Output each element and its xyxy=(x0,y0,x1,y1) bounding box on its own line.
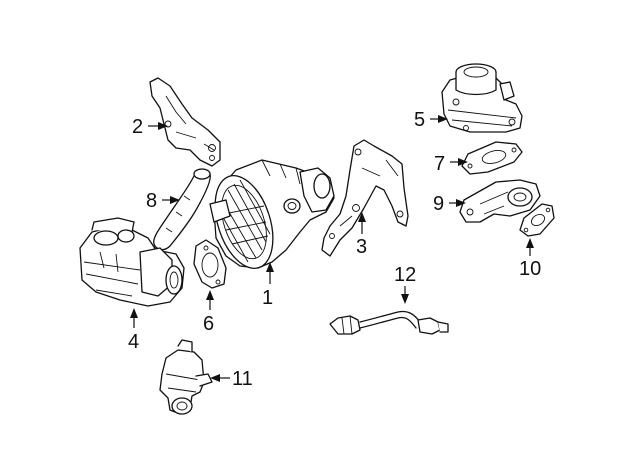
callout-11: 11 xyxy=(210,368,253,390)
callout-label-1: 1 xyxy=(262,287,273,309)
callout-4: 4 xyxy=(128,308,139,353)
callout-label-8: 8 xyxy=(146,190,157,212)
part-9-flange[interactable] xyxy=(459,179,541,223)
callout-1: 1 xyxy=(262,262,274,309)
callout-8: 8 xyxy=(146,190,180,212)
callout-10: 10 xyxy=(519,238,541,280)
part-8-hose[interactable] xyxy=(153,168,211,251)
part-4-valve[interactable] xyxy=(79,217,185,307)
callout-5: 5 xyxy=(414,109,448,131)
callout-label-3: 3 xyxy=(356,236,367,258)
callout-label-9: 9 xyxy=(433,193,444,215)
callout-9: 9 xyxy=(433,193,466,215)
callout-label-11: 11 xyxy=(232,368,253,390)
part-11-valve[interactable] xyxy=(159,339,213,415)
callout-label-10: 10 xyxy=(519,258,541,280)
callout-label-5: 5 xyxy=(414,109,425,131)
part-2-bracket[interactable] xyxy=(149,77,221,167)
callout-3: 3 xyxy=(356,212,367,258)
callout-label-7: 7 xyxy=(434,153,445,175)
part-1-air-pump[interactable] xyxy=(204,159,335,276)
callout-label-2: 2 xyxy=(132,116,143,138)
callout-12: 12 xyxy=(394,264,416,304)
part-10-gasket[interactable] xyxy=(519,203,555,237)
callout-label-4: 4 xyxy=(128,331,139,353)
part-7-gasket[interactable] xyxy=(461,141,523,175)
part-3-bracket[interactable] xyxy=(321,139,409,257)
part-12-sensor[interactable] xyxy=(329,310,449,335)
callout-label-12: 12 xyxy=(394,264,416,286)
part-5-valve[interactable] xyxy=(441,63,523,133)
part-6-gasket[interactable] xyxy=(193,239,227,289)
callout-6: 6 xyxy=(203,290,214,335)
callout-2: 2 xyxy=(132,116,168,138)
callout-7: 7 xyxy=(434,153,468,175)
callout-label-6: 6 xyxy=(203,313,214,335)
